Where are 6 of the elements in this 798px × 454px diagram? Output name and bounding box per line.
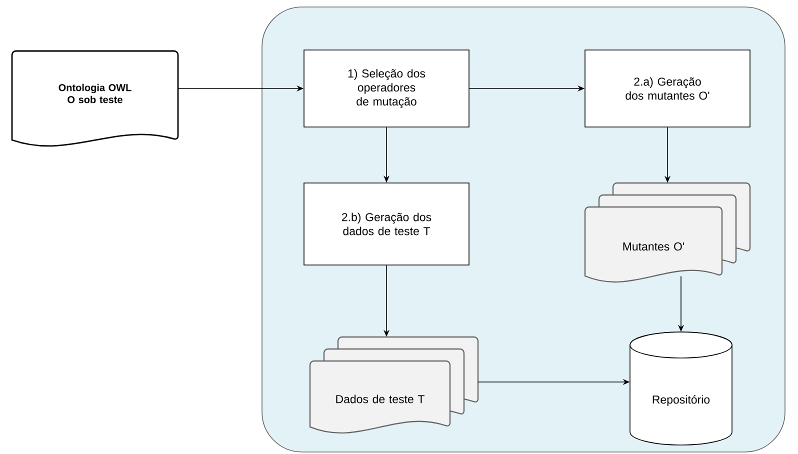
process-box: 1) Seleção dos operadores de mutação xyxy=(304,50,470,128)
document-stack: Mutantes O' xyxy=(584,182,751,282)
database-cylinder: Repositório xyxy=(630,332,732,446)
document-stack: Dados de teste T xyxy=(309,336,479,434)
process-box: 2.a) Geração dos mutantes O' xyxy=(584,50,750,128)
process-box: 2.b) Geração dos dados de teste T xyxy=(304,182,470,266)
